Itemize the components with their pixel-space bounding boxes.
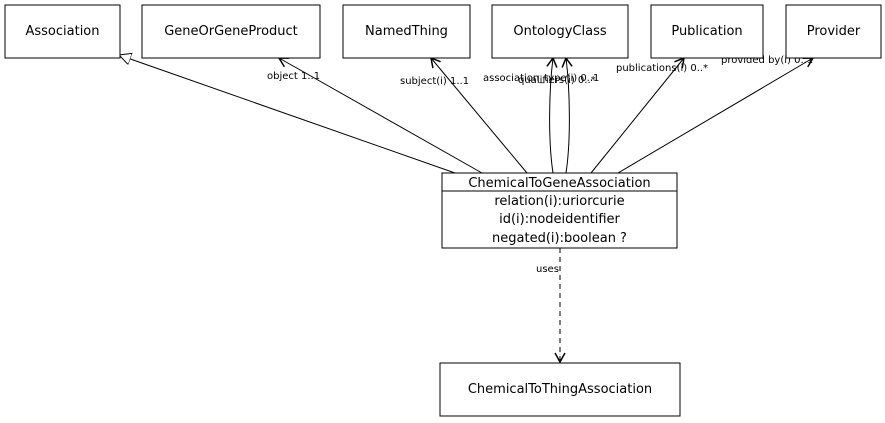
class-ontology-class-name: OntologyClass [513, 24, 606, 39]
label-subject: subject(i) 1..1 [400, 76, 469, 87]
main-class-attribute: negated(i):boolean ? [492, 231, 627, 246]
edge-provided-by [617, 57, 815, 174]
class-named-thing-name: NamedThing [365, 24, 448, 39]
inheritance-edge-association [119, 55, 456, 174]
label-provided-by: provided by(i) 0..1 [721, 55, 813, 66]
class-named-thing[interactable]: NamedThing [342, 4, 471, 59]
main-class-name: ChemicalToGeneAssociation [468, 176, 650, 191]
label-publications: publications(i) 0..* [616, 63, 708, 74]
edge-association-type [546, 56, 558, 174]
edge-subject [430, 56, 528, 174]
edges [119, 55, 815, 364]
class-association[interactable]: Association [4, 4, 121, 59]
class-ontology-class[interactable]: OntologyClass [491, 4, 629, 59]
class-publication[interactable]: Publication [650, 4, 764, 59]
class-chemical-to-thing-association[interactable]: ChemicalToThingAssociation [439, 362, 681, 417]
label-object: object 1..1 [267, 71, 320, 82]
main-class-attribute: id(i):nodeidentifier [499, 212, 620, 227]
class-publication-name: Publication [671, 24, 742, 39]
class-gene-or-gene-product-name: GeneOrGeneProduct [164, 24, 298, 39]
label-qualifiers: qualifiers(i) 0..* [518, 75, 596, 86]
edge-labels: object 1..1 subject(i) 1..1 association_… [267, 55, 813, 275]
label-association-type: association_type(i) 0..1 [483, 73, 599, 84]
edge-publications [590, 56, 685, 174]
edge-qualifiers [561, 56, 573, 174]
edge-object [277, 57, 483, 174]
class-chemical-to-thing-association-name: ChemicalToThingAssociation [468, 382, 652, 397]
class-chemical-to-gene-association[interactable]: ChemicalToGeneAssociation relation(i):ur… [441, 172, 678, 249]
class-gene-or-gene-product[interactable]: GeneOrGeneProduct [141, 4, 321, 59]
class-provider-name: Provider [807, 24, 861, 39]
class-association-name: Association [25, 24, 99, 39]
class-provider[interactable]: Provider [785, 4, 882, 59]
main-class-attribute: relation(i):uriorcurie [494, 194, 624, 209]
label-uses: uses [536, 264, 559, 275]
